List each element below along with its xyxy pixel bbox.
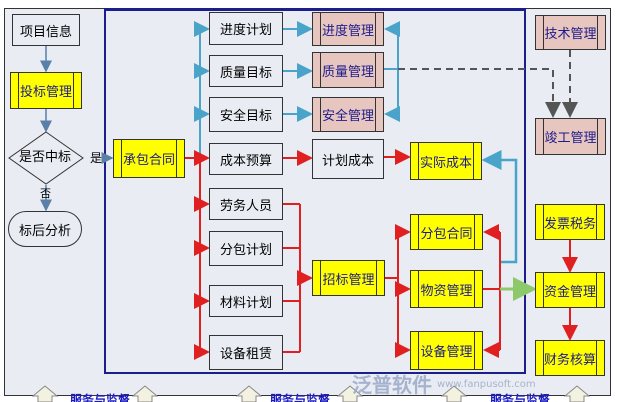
plan-box: 材料计划 <box>209 285 283 317</box>
decision-diamond <box>8 131 84 185</box>
plan-box: 劳务人员 <box>209 188 283 220</box>
yes-label: 是 <box>90 151 103 165</box>
watermark-brand: 泛普软件 <box>352 373 432 397</box>
decision-label: 是否中标 <box>19 150 72 165</box>
completion-management-box: 竣工管理 <box>535 118 606 155</box>
bid-management-box: 投标管理 <box>10 72 82 109</box>
bottom-label: 服务与监督 <box>270 393 331 402</box>
mgmt-box: 进度管理 <box>312 12 384 46</box>
plan-box: 安全目标 <box>209 97 283 132</box>
post-bid-analysis-box: 标后分析 <box>8 211 82 247</box>
project-info-box: 项目信息 <box>12 14 80 46</box>
accounting-box: 财务核算 <box>535 340 605 376</box>
mgmt-box: 安全管理 <box>312 97 384 132</box>
contract-box: 承包合同 <box>113 139 185 178</box>
procure-box: 分包合同 <box>410 214 483 250</box>
procure-box: 物资管理 <box>410 270 483 308</box>
no-label: 否 <box>40 187 51 200</box>
actual-cost-box: 实际成本 <box>410 142 482 180</box>
funds-management-box: 资金管理 <box>535 272 605 308</box>
tender-management-box: 招标管理 <box>312 260 385 296</box>
plan-box: 分包计划 <box>209 231 283 266</box>
procure-box: 设备管理 <box>410 331 483 370</box>
invoice-tax-box: 发票税务 <box>535 204 605 240</box>
bottom-up-arrows <box>31 385 591 402</box>
bottom-label: 服务与监督 <box>70 393 131 402</box>
planned-cost-box: 计划成本 <box>312 139 384 179</box>
plan-box: 设备租赁 <box>209 335 283 370</box>
tech-management-box: 技术管理 <box>535 15 606 50</box>
watermark-url: www.fanpusoft.com <box>437 379 536 390</box>
bottom-label: 服务与监督 <box>490 393 551 402</box>
mgmt-box: 质量管理 <box>312 52 384 88</box>
plan-box: 质量目标 <box>209 55 283 87</box>
plan-box: 进度计划 <box>209 12 283 45</box>
plan-box: 成本预算 <box>209 143 283 175</box>
watermark-logo: 泛普软件 www.fanpusoft.com <box>352 374 536 396</box>
project-execution-region <box>104 8 526 374</box>
